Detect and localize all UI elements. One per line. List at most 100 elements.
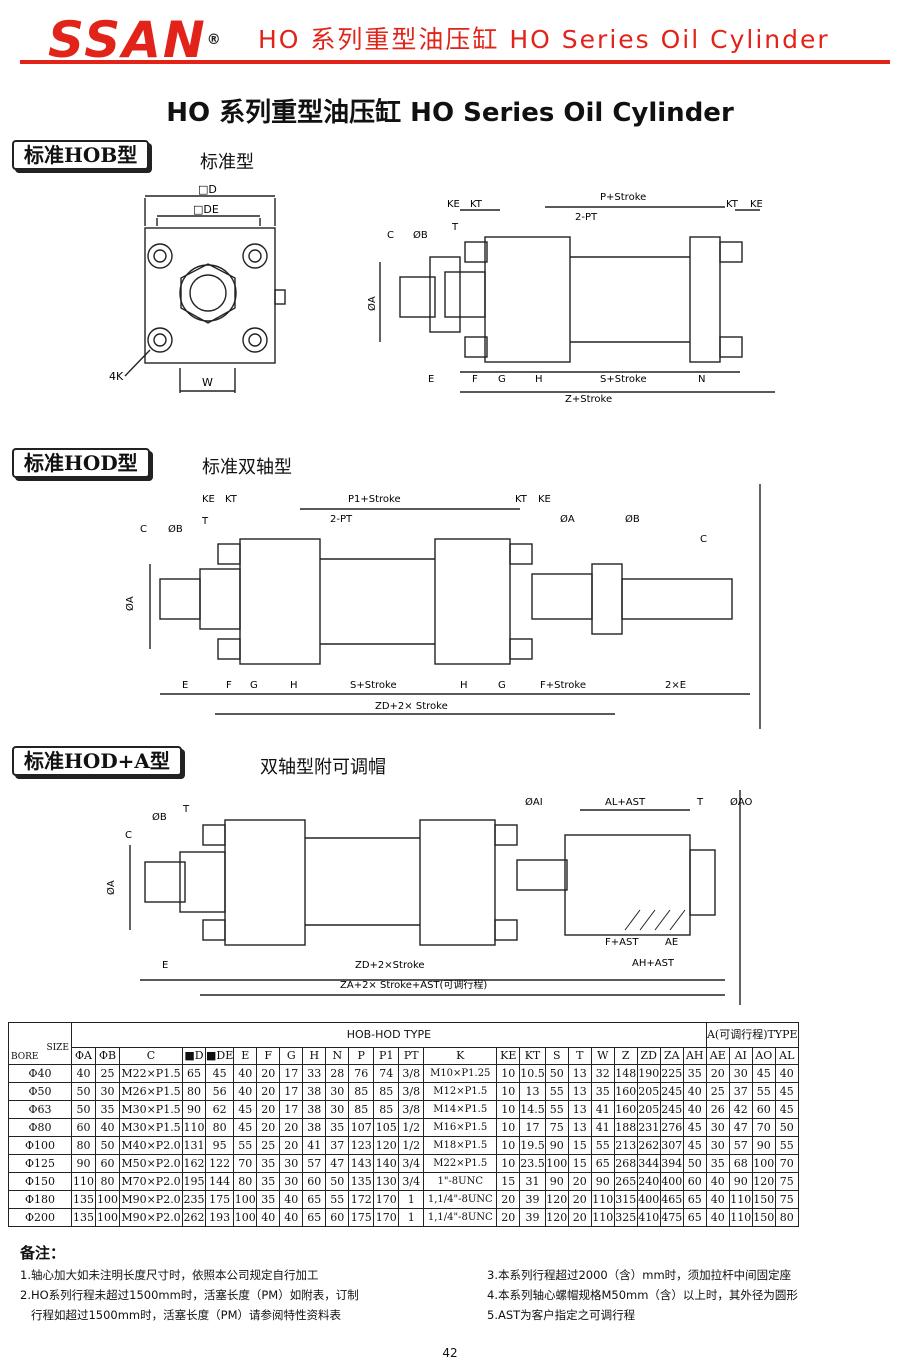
table-cell: 30 [279,1172,304,1191]
table-cell: 30 [728,1064,753,1083]
label-kt-right: KT [726,199,739,210]
brand-logo: SSAN® [48,11,223,69]
table-cell: 17 [279,1082,304,1101]
table-cell: 35 [682,1064,707,1083]
table-cell: 150 [751,1190,776,1209]
table-cell: 60 [751,1100,776,1119]
table-cell: 410 [636,1208,661,1227]
table-cell: 50 [71,1082,96,1101]
section-badge-hod-a: 标准HOD+A型 [12,746,182,776]
table-cell: 45 [774,1082,799,1101]
table-cell: 45 [233,1100,258,1119]
table-cell: 400 [659,1172,684,1191]
table-cell: 110 [590,1190,615,1209]
table-cell: 45 [751,1064,776,1083]
table-cell: 40 [682,1082,707,1101]
hoda-label-t-right: T [696,797,704,808]
table-cell: 55 [590,1136,615,1155]
table-cell: 60 [302,1172,327,1191]
table-cell: 20 [279,1136,304,1155]
table-cell: M18×P1.5 [423,1136,498,1155]
table-cell: 95 [204,1136,235,1155]
section-badge-hob: 标准HOB型 [12,140,150,170]
table-cell: 35 [256,1154,281,1173]
table-cell: 231 [636,1118,661,1137]
hoda-label-ob: ØB [152,811,167,823]
table-cell: 344 [636,1154,661,1173]
column-header: H [302,1047,327,1065]
table-cell: 175 [348,1208,375,1227]
table-cell: 265 [613,1172,638,1191]
table-cell: 245 [659,1100,684,1119]
section-subtitle-hod-a: 双轴型附可调帽 [260,757,386,778]
table-cell: 65 [182,1064,206,1083]
label-kt: KT [470,199,483,210]
table-cell: 30 [325,1082,350,1101]
column-header: KT [519,1047,546,1065]
hod-label-ke-right: KE [538,494,551,505]
notes-right: 3.本系列行程超过2000（含）mm时，须加拉杆中间固定座 4.本系列轴心螺帽规… [487,1265,798,1325]
table-cell: 40 [705,1172,730,1191]
table-cell: 40 [279,1190,304,1209]
page-number: 42 [442,1346,458,1360]
table-cell: 15 [567,1136,592,1155]
hod-label-s-stroke: S+Stroke [350,680,397,691]
label-de: □DE [193,203,219,216]
label-p-stroke: P+Stroke [600,192,646,203]
label-ob: ØB [413,229,428,241]
table-cell: 3/8 [398,1082,425,1101]
hob-front-view-diagram: □D □DE 4K W [109,183,286,393]
table-cell: 75 [774,1190,799,1209]
table-cell: 45 [682,1118,707,1137]
hoda-label-e: E [162,960,168,971]
hod-label-t: T [201,516,209,527]
table-cell: 20 [496,1208,521,1227]
table-cell: 148 [613,1064,638,1083]
table-cell: 40 [682,1100,707,1119]
hod-a-diagram: ØB T C ØA ØAI AL+AST T ØAO F+AST AE E ZD… [105,790,753,1005]
table-cell: M10×P1.25 [423,1064,498,1083]
table-cell: 193 [204,1208,235,1227]
table-cell: 65 [682,1208,707,1227]
column-header: ΦA [71,1047,96,1065]
table-cell: 65 [302,1190,327,1209]
table-cell: 39 [519,1208,546,1227]
column-header: F [256,1047,281,1065]
table-cell: 26 [705,1100,730,1119]
table-cell: M90×P2.0 [119,1208,183,1227]
table-cell: 245 [659,1082,684,1101]
table-cell: 35 [95,1100,120,1119]
table-cell: 123 [348,1136,375,1155]
table-cell: 50 [682,1154,707,1173]
table-cell: 85 [348,1100,375,1119]
header-rule [20,60,890,64]
table-cell: 100 [751,1154,776,1173]
table-cell: 28 [325,1064,350,1083]
table-cell: 90 [71,1154,96,1173]
column-header: Z [613,1047,638,1065]
column-header: KE [496,1047,521,1065]
bore-cell: Φ50 [8,1082,72,1101]
bore-cell: Φ80 [8,1118,72,1137]
note-3: 3.本系列行程超过2000（含）mm时，须加拉杆中间固定座 [487,1268,792,1282]
label-oa: ØA [366,296,378,311]
table-cell: 38 [302,1100,327,1119]
table-cell: 38 [302,1082,327,1101]
table-cell: 42 [728,1100,753,1119]
table-cell: 39 [519,1190,546,1209]
table-cell: 55 [544,1082,569,1101]
notes-title: 备注： [20,1244,66,1262]
hod-label-c-right: C [700,534,707,545]
hoda-label-oa: ØA [105,880,117,895]
hoda-label-t: T [182,804,190,815]
table-cell: 175 [204,1190,235,1209]
table-cell: 80 [233,1172,258,1191]
table-cell: 30 [705,1118,730,1137]
table-cell: 85 [348,1082,375,1101]
table-cell: 35 [590,1082,615,1101]
table-cell: 30 [95,1082,120,1101]
label-n: N [698,374,705,385]
column-header: P1 [373,1047,400,1065]
